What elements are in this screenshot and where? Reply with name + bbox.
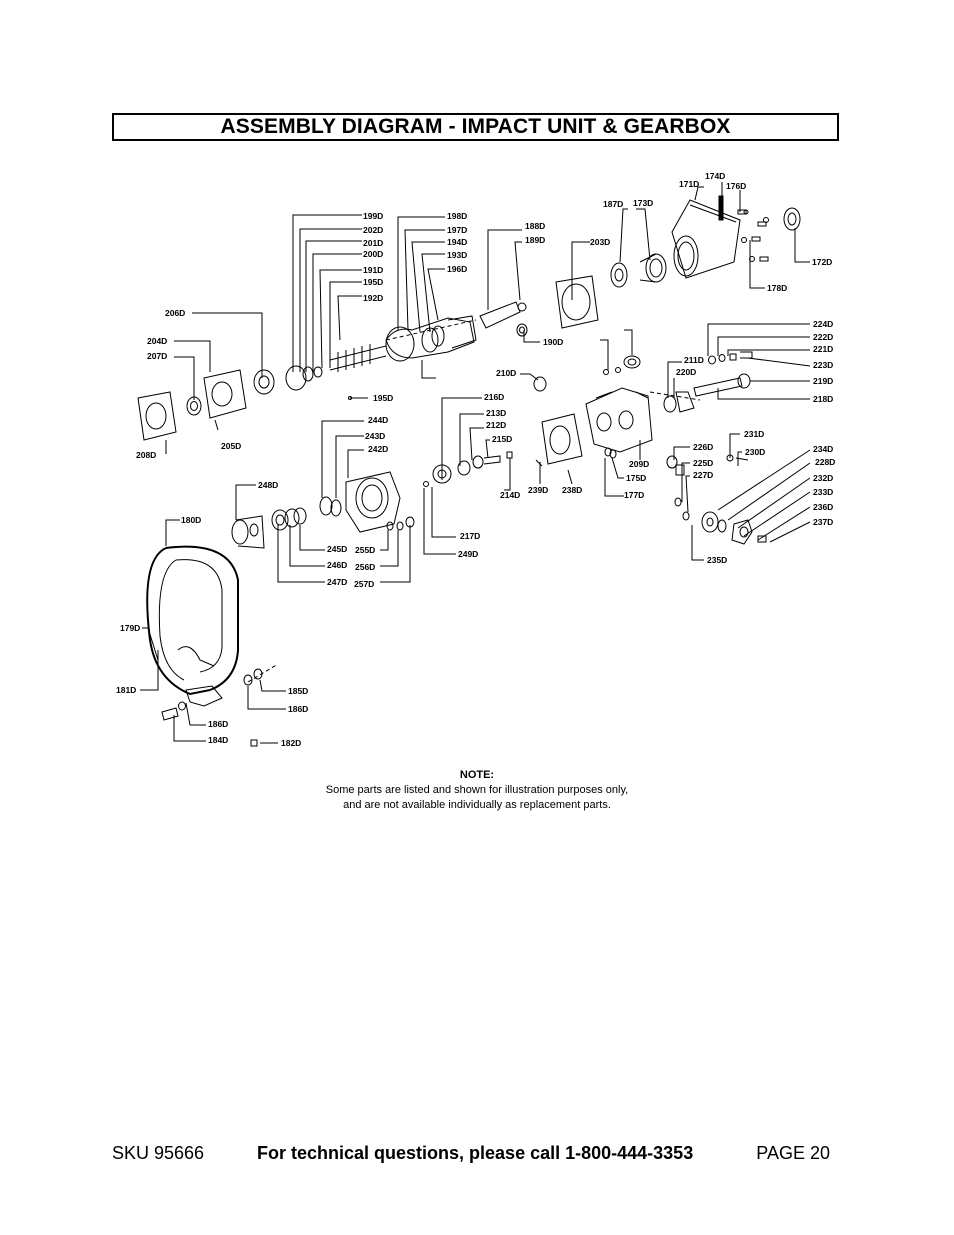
part-label: 179D <box>120 623 140 633</box>
page-title: ASSEMBLY DIAGRAM - IMPACT UNIT & GEARBOX <box>220 115 731 138</box>
part-label: 236D <box>813 502 833 512</box>
part-label: 204D <box>147 336 167 346</box>
note-heading: NOTE: <box>459 769 495 781</box>
part-label: 193D <box>447 250 467 260</box>
part-label: 199D <box>363 211 383 221</box>
part-label: 171D <box>679 179 699 189</box>
part-label: 255D <box>355 545 375 555</box>
part-label: 188D <box>525 221 545 231</box>
part-label: 217D <box>460 531 480 541</box>
part-label: 225D <box>693 458 713 468</box>
part-label: 182D <box>281 738 301 748</box>
part-label: 181D <box>116 685 136 695</box>
part-label: 221D <box>813 344 833 354</box>
part-label: 172D <box>812 257 832 267</box>
part-label: 242D <box>368 444 388 454</box>
part-label: 214D <box>500 490 520 500</box>
part-label: 227D <box>693 470 713 480</box>
part-label: 213D <box>486 408 506 418</box>
part-label: 174D <box>705 171 725 181</box>
part-label: 196D <box>447 264 467 274</box>
part-label: 230D <box>745 447 765 457</box>
part-label: 190D <box>543 337 563 347</box>
part-label: 212D <box>486 420 506 430</box>
tech-support-line: For technical questions, please call 1-8… <box>257 1143 694 1163</box>
part-label: 191D <box>363 265 383 275</box>
part-label: 187D <box>603 199 623 209</box>
part-label: 175D <box>626 473 646 483</box>
part-label: 222D <box>813 332 833 342</box>
leader-lines <box>140 182 811 744</box>
part-label: 200D <box>363 249 383 259</box>
part-label: 238D <box>562 485 582 495</box>
part-label: 232D <box>813 473 833 483</box>
part-label: 203D <box>590 237 610 247</box>
part-label: 206D <box>165 308 185 318</box>
note-line: and are not available individually as re… <box>343 799 611 811</box>
part-label: 189D <box>525 235 545 245</box>
part-drawings <box>137 195 801 747</box>
part-label: 231D <box>744 429 764 439</box>
sku-number: SKU 95666 <box>112 1143 205 1163</box>
part-label: 257D <box>354 579 374 589</box>
part-label: 209D <box>629 459 649 469</box>
part-label: 197D <box>447 225 467 235</box>
title-box: ASSEMBLY DIAGRAM - IMPACT UNIT & GEARBOX <box>112 113 839 141</box>
part-label: 244D <box>368 415 388 425</box>
part-label: 220D <box>676 367 696 377</box>
part-label: 177D <box>624 490 644 500</box>
part-label: 207D <box>147 351 167 361</box>
part-label: 176D <box>726 181 746 191</box>
part-label: 186D <box>208 719 228 729</box>
part-label: 202D <box>363 225 383 235</box>
part-label: 205D <box>221 441 241 451</box>
part-label: 201D <box>363 238 383 248</box>
part-label: 218D <box>813 394 833 404</box>
part-label: 249D <box>458 549 478 559</box>
part-label: 235D <box>707 555 727 565</box>
part-label: 173D <box>633 198 653 208</box>
part-label: 185D <box>288 686 308 696</box>
part-labels: 171D 174D 176D 172D 178D 187D 173D 203D … <box>116 171 835 748</box>
part-label: 226D <box>693 442 713 452</box>
part-label: 208D <box>136 450 156 460</box>
note-block: NOTE: Some parts are listed and shown fo… <box>290 768 664 813</box>
part-label: 195D <box>373 393 393 403</box>
part-label: 186D <box>288 704 308 714</box>
part-label: 211D <box>684 355 704 365</box>
part-label: 234D <box>813 444 833 454</box>
part-label: 243D <box>365 431 385 441</box>
part-label: 237D <box>813 517 833 527</box>
part-label: 247D <box>327 577 347 587</box>
part-label: 194D <box>447 237 467 247</box>
part-label: 239D <box>528 485 548 495</box>
part-label: 178D <box>767 283 787 293</box>
part-label: 195D <box>363 277 383 287</box>
part-label: 219D <box>813 376 833 386</box>
part-label: 184D <box>208 735 228 745</box>
part-label: 192D <box>363 293 383 303</box>
part-label: 256D <box>355 562 375 572</box>
part-label: 228D <box>815 457 835 467</box>
page-number: PAGE 20 <box>756 1143 830 1163</box>
footer: SKU 95666 For technical questions, pleas… <box>112 1143 839 1169</box>
note-line: Some parts are listed and shown for illu… <box>325 784 629 796</box>
part-label: 224D <box>813 319 833 329</box>
part-label: 210D <box>496 368 516 378</box>
part-label: 180D <box>181 515 201 525</box>
part-label: 216D <box>484 392 504 402</box>
part-label: 198D <box>447 211 467 221</box>
part-label: 215D <box>492 434 512 444</box>
part-label: 246D <box>327 560 347 570</box>
part-label: 248D <box>258 480 278 490</box>
part-label: 245D <box>327 544 347 554</box>
part-label: 223D <box>813 360 833 370</box>
part-label: 233D <box>813 487 833 497</box>
